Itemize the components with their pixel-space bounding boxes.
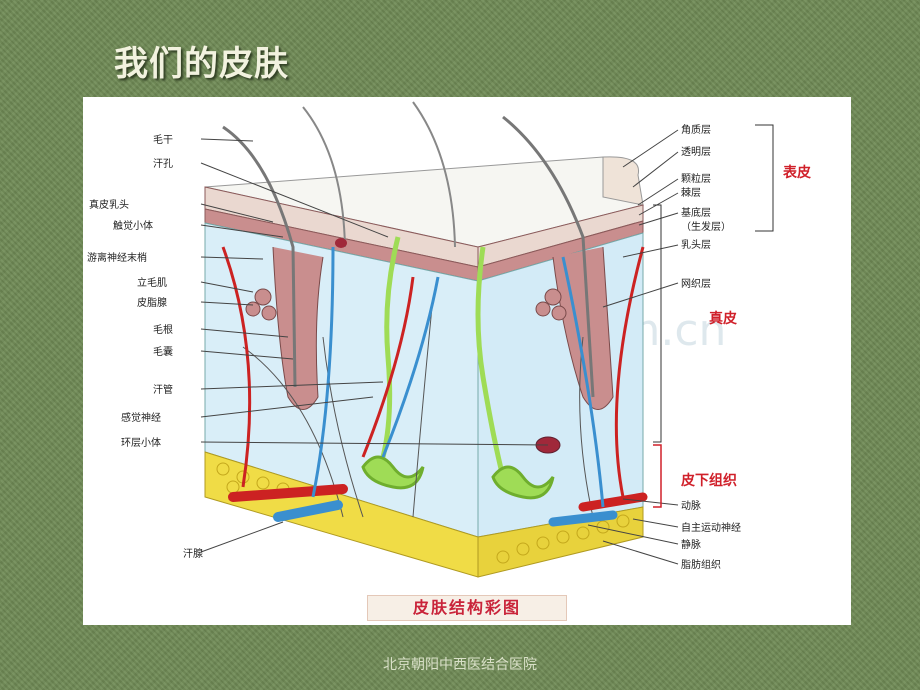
- sweat-gland-coils: [361, 455, 555, 500]
- fat-cells-texture: [216, 462, 630, 564]
- sweat-duct-right: [475, 246, 506, 478]
- label-hair-root: 毛根: [153, 323, 173, 336]
- hair-shaft-3: [412, 101, 456, 248]
- label-stratum-granulosum: 颗粒层: [681, 172, 711, 185]
- vein-left: [273, 500, 343, 522]
- label-arrector-pili: 立毛肌: [137, 276, 167, 289]
- capillary-artery-right: [614, 246, 645, 498]
- label-dermal-papilla: 真皮乳头: [89, 198, 129, 211]
- label-lamellar-corpuscle: 环层小体: [121, 437, 161, 449]
- vein-right: [548, 510, 618, 527]
- label-free-nerve-ending: 游离神经末梢: [87, 251, 147, 264]
- dermis-bracket: [653, 204, 662, 443]
- label-sebaceous-gland: 皮脂腺: [137, 296, 167, 309]
- slide-footer: 北京朝阳中西医结合医院: [383, 657, 537, 673]
- label-sensory-nerve: 感觉神经: [121, 411, 161, 424]
- capillary-vein-mid: [381, 276, 440, 458]
- artery-left: [228, 484, 348, 502]
- capillary-vein-right: [561, 256, 605, 508]
- label-sweat-duct: 汗管: [153, 383, 173, 396]
- label-hair-follicle: 毛囊: [153, 345, 173, 358]
- label-hair-shaft: 毛干: [153, 134, 173, 146]
- label-papillary-layer: 乳头层: [681, 238, 711, 251]
- label-stratum-basale: 基底层: [681, 206, 711, 219]
- region-label-subcutis: 皮下组织: [680, 472, 737, 489]
- left-leader-lines: [200, 138, 549, 553]
- label-stratum-spinosum: 棘层: [681, 187, 701, 199]
- sebaceous-gland-left: [245, 288, 277, 321]
- label-vein: 静脉: [681, 538, 701, 551]
- label-adipose-tissue: 脂肪组织: [681, 558, 721, 571]
- label-sweat-gland: 汗腺: [183, 547, 203, 560]
- sebaceous-gland-right: [535, 288, 567, 321]
- label-meissner-corpuscle: 触觉小体: [113, 219, 153, 232]
- label-autonomic-nerve: 自主运动神经: [681, 521, 741, 534]
- skin-diagram-figure: www.zixin.com.cn: [83, 97, 851, 625]
- label-stratum-corneum: 角质层: [681, 124, 711, 136]
- artery-right: [578, 492, 648, 512]
- capillary-artery-mid: [361, 276, 415, 458]
- skin-structure-illustration: www.zixin.com.cn: [87, 101, 811, 578]
- meissner-corpuscle: [335, 238, 347, 248]
- right-leader-lines: [587, 129, 679, 565]
- label-germinative-layer: （生发层）: [681, 220, 731, 233]
- hair-follicle-left: [272, 246, 324, 410]
- label-sweat-pore: 汗孔: [153, 157, 173, 170]
- hair-shaft-2: [302, 106, 346, 248]
- subcutis-bracket: [653, 444, 662, 508]
- label-stratum-lucidum: 透明层: [681, 146, 711, 158]
- region-label-dermis: 真皮: [709, 310, 737, 327]
- diagram-caption: 皮肤结构彩图: [367, 595, 567, 621]
- slide-title: 我们的皮肤: [114, 44, 289, 84]
- hair-shaft-1: [222, 125, 297, 388]
- hair-shaft-4: [502, 115, 595, 398]
- epidermis-bracket: [755, 124, 774, 232]
- label-reticular-layer: 网织层: [681, 278, 711, 290]
- region-label-epidermis: 表皮: [782, 164, 811, 181]
- sweat-duct-left: [380, 236, 401, 458]
- label-artery: 动脉: [681, 499, 701, 512]
- capillary-artery-left: [221, 246, 252, 488]
- stratum-corneum-flap: [602, 156, 644, 206]
